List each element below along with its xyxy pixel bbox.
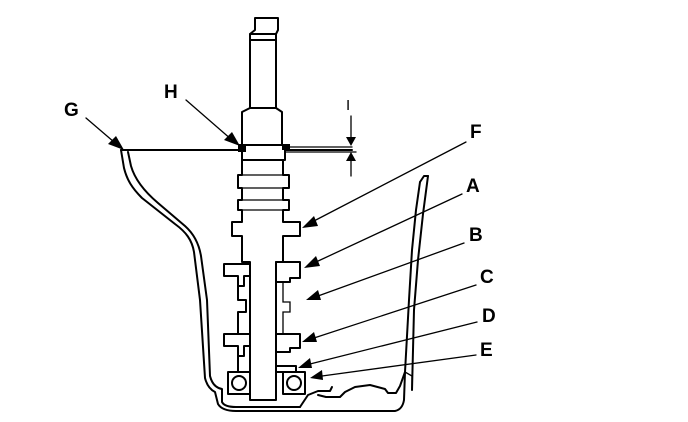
shaft-upper xyxy=(241,17,283,146)
gear-stack xyxy=(223,261,306,395)
dimension-label-i: I xyxy=(346,97,350,114)
left-bearing xyxy=(227,371,251,395)
callout-label-h: H xyxy=(164,82,178,103)
shaft-lower xyxy=(231,159,301,401)
callout-label-f: F xyxy=(470,122,482,143)
callout-b: B xyxy=(306,225,483,300)
housing-left-wall xyxy=(120,149,331,412)
callout-label-e: E xyxy=(480,340,493,361)
housing-right-wall xyxy=(404,181,421,373)
callout-e: E xyxy=(310,340,493,380)
callout-f: F xyxy=(302,122,482,228)
callout-label-g: G xyxy=(64,100,79,121)
callout-label-b: B xyxy=(469,225,483,246)
callout-label-d: D xyxy=(482,306,496,327)
callout-label-c: C xyxy=(480,267,494,288)
housing-left-inner-wall xyxy=(127,151,223,395)
clearance-dimension: I xyxy=(284,97,357,177)
callout-d: D xyxy=(298,306,496,368)
callout-c: C xyxy=(302,267,494,342)
part-c-gear xyxy=(275,333,301,353)
part-e-bearing xyxy=(282,371,306,395)
callout-g: G xyxy=(64,100,124,150)
callout-label-a: A xyxy=(466,176,480,197)
transmission-housing xyxy=(120,146,429,412)
callout-h: H xyxy=(164,82,240,146)
callout-a: A xyxy=(304,176,480,268)
part-a-gear xyxy=(275,261,301,283)
main-shaft xyxy=(231,17,301,401)
part-b-spacer xyxy=(282,281,291,335)
